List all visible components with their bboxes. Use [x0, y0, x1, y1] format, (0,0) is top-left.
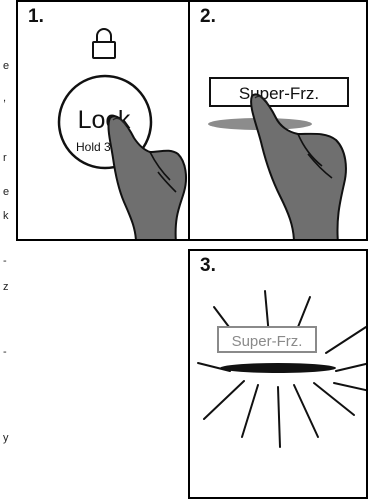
step-1-panel: 1. Lock Hold 3 sec. [16, 0, 190, 241]
padlock-icon [93, 29, 115, 58]
button-shadow [220, 363, 336, 373]
step-3-panel: 3. Super-Frz. [188, 249, 368, 499]
side-text-fragment: k [3, 210, 9, 222]
side-text-fragment: , [3, 92, 6, 104]
step-2-panel: 2. Super-Frz. [188, 0, 368, 241]
step-2-illustration: Super-Frz. [190, 2, 368, 241]
side-text-fragment: e [3, 186, 9, 198]
side-text-fragment: z [3, 281, 9, 293]
side-text-fragment: y [3, 432, 9, 444]
side-text-fragment: - [3, 255, 7, 267]
step-1-illustration: Lock Hold 3 sec. [18, 2, 190, 241]
hand-pointer-icon [251, 94, 346, 241]
side-text-fragment: - [3, 346, 7, 358]
step-3-illustration: Super-Frz. [190, 251, 368, 499]
side-text-fragment: r [3, 152, 7, 164]
side-text-fragment: e [3, 60, 9, 72]
super-frz-label: Super-Frz. [232, 333, 303, 350]
